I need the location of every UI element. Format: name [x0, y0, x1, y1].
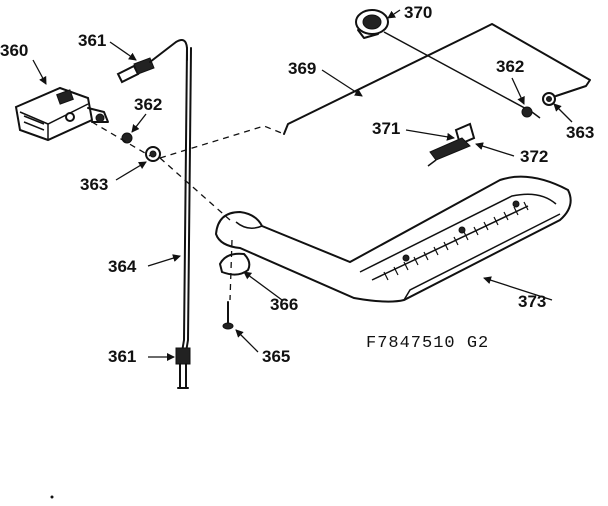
callout-373: 373 — [518, 292, 546, 311]
callout-361-top: 361 — [78, 31, 106, 50]
callout-364: 364 — [108, 257, 137, 276]
tube-fitting-top-part — [116, 39, 188, 84]
callout-370: 370 — [404, 3, 432, 22]
bracket-371-part — [427, 122, 476, 167]
callout-363-right: 363 — [566, 123, 594, 142]
drawing-code: F7847510 G2 — [366, 334, 489, 353]
alignment-lines — [91, 121, 285, 301]
callout-372: 372 — [520, 147, 548, 166]
callout-361-bottom: 361 — [108, 347, 136, 366]
callout-369: 369 — [288, 59, 316, 78]
callout-362-left: 362 — [134, 95, 162, 114]
thermostat-370-part — [355, 9, 389, 39]
callout-366: 366 — [270, 295, 298, 314]
stray-mark — [50, 495, 54, 499]
callout-362-right: 362 — [496, 57, 524, 76]
callout-365: 365 — [262, 347, 290, 366]
burner-373-part — [214, 175, 572, 303]
gasket-366-part — [218, 252, 251, 276]
tube-fitting-bottom-part — [175, 347, 191, 389]
leader-lines — [32, 9, 573, 361]
callout-371: 371 — [372, 119, 400, 138]
callout-360: 360 — [0, 41, 28, 60]
tube-364-part — [181, 47, 192, 353]
screw-365-part — [222, 301, 234, 330]
washer-362-right-part — [521, 106, 533, 118]
valve-body-part — [14, 86, 109, 142]
washer-362-left-part — [121, 132, 133, 144]
callout-363-left: 363 — [80, 175, 108, 194]
capillary-369-part — [283, 23, 591, 135]
